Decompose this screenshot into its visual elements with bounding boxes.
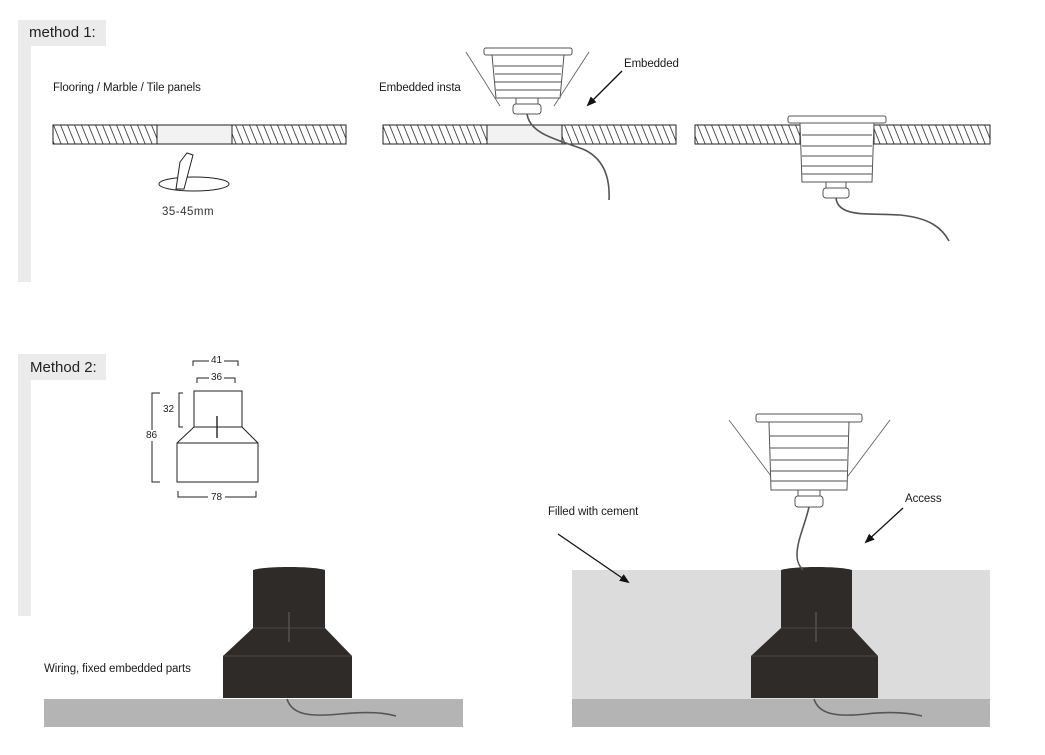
embedded-label: Embedded [624, 58, 679, 70]
method2-panel-bar [18, 354, 31, 616]
cement-arrow [557, 533, 630, 584]
access-arrow [864, 507, 904, 544]
method1-panel-bar [18, 20, 31, 282]
wiring-label: Wiring, fixed embedded parts [44, 663, 191, 675]
dim-upper-height: 32 [163, 404, 175, 415]
dim-total-height: 86 [145, 430, 159, 441]
light-fixture-icon [465, 47, 590, 115]
dim-top-inner: 36 [209, 372, 225, 383]
hole-size-label: 35-45mm [162, 206, 215, 218]
cable-1 [526, 113, 610, 201]
installed-fixture-icon [787, 115, 887, 199]
tile-panel-2 [382, 124, 677, 145]
method2-heading: Method 2: [30, 359, 97, 376]
wiring-scene [44, 567, 463, 727]
tile-panel-3 [694, 124, 991, 145]
method1-heading: method 1: [29, 24, 96, 41]
cement-scene [572, 567, 990, 727]
method1-heading-bg [18, 20, 106, 46]
dim-top-outer: 41 [209, 355, 225, 366]
cable-2 [835, 197, 950, 242]
dim-base-width: 78 [208, 492, 226, 503]
panels-label: Flooring / Marble / Tile panels [53, 82, 201, 94]
drill-hole-icon [158, 152, 230, 192]
tile-panel-1 [52, 124, 347, 145]
install-label: Embedded insta [379, 82, 461, 94]
cable-3 [796, 506, 810, 571]
cement-label: Filled with cement [548, 506, 639, 518]
embedded-arrow [586, 70, 623, 107]
method2-heading-bg [18, 354, 106, 380]
dimension-drawing [151, 360, 259, 498]
access-label: Access [905, 493, 942, 505]
fixture-access-icon [728, 413, 891, 508]
